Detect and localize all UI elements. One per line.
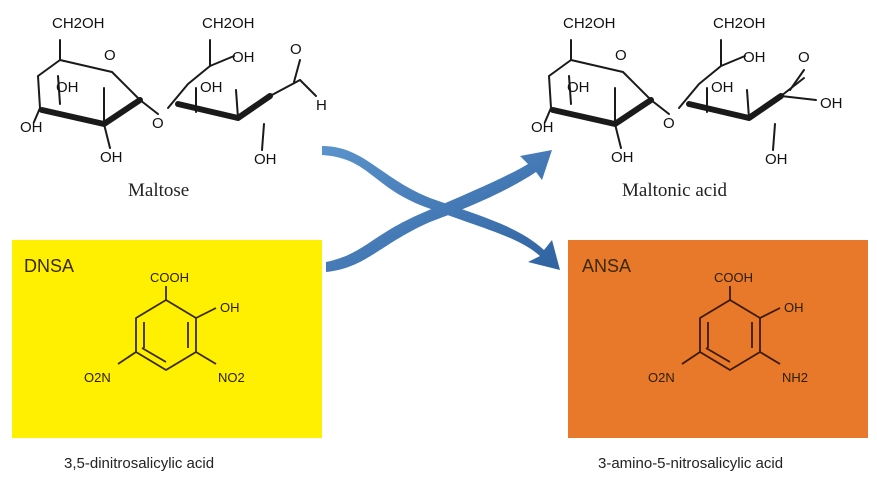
right-sugar-ch2oh-1: CH2OH — [563, 15, 616, 32]
dnsa-no2: NO2 — [218, 370, 245, 385]
left-sugar-oh-top: OH — [232, 49, 255, 66]
right-sugar-ring-o: O — [615, 47, 627, 64]
left-sugar-oh-chain: OH — [200, 79, 223, 96]
right-sugar-ch2oh-2: CH2OH — [713, 15, 766, 32]
dnsa-structure — [117, 286, 217, 371]
ansa-oh: OH — [784, 300, 804, 315]
maltose-name: Maltose — [128, 180, 189, 201]
ansa-o2n: O2N — [648, 370, 675, 385]
right-sugar-glycosidic-o: O — [663, 115, 675, 132]
left-sugar-oh-chain-bottom: OH — [254, 151, 277, 168]
ansa-cooh: COOH — [714, 270, 753, 285]
left-sugar-ch2oh-1: CH2OH — [52, 15, 105, 32]
left-sugar-oh-ring: OH — [56, 79, 79, 96]
dnsa-title: DNSA — [24, 256, 74, 276]
left-sugar-oh-bottom: OH — [100, 149, 123, 166]
right-sugar-oh-left: OH — [531, 119, 554, 136]
left-sugar-oh-left: OH — [20, 119, 43, 136]
left-sugar-glycosidic-o: O — [152, 115, 164, 132]
crossing-arrows — [322, 146, 560, 272]
ansa-caption: 3-amino-5-nitrosalicylic acid — [598, 455, 783, 472]
right-sugar-acid-o: O — [798, 49, 810, 66]
dnsa-oh: OH — [220, 300, 240, 315]
right-sugar-oh-ring: OH — [567, 79, 590, 96]
maltonic-acid-name: Maltonic acid — [622, 180, 727, 201]
arrow-up-right — [326, 150, 552, 272]
maltonic-acid-structure — [544, 39, 817, 151]
dnsa-caption: 3,5-dinitrosalicylic acid — [64, 455, 214, 472]
right-sugar-oh-chain-bottom: OH — [765, 151, 788, 168]
ansa-nh2: NH2 — [782, 370, 808, 385]
right-sugar-oh-top: OH — [743, 49, 766, 66]
left-sugar-aldehyde-h: H — [316, 97, 327, 114]
left-sugar-ring-o: O — [104, 47, 116, 64]
ansa-structure — [681, 286, 781, 371]
right-sugar-oh-chain: OH — [711, 79, 734, 96]
left-sugar-ch2oh-2: CH2OH — [202, 15, 255, 32]
dnsa-cooh: COOH — [150, 270, 189, 285]
dnsa-o2n: O2N — [84, 370, 111, 385]
dnsa-box — [12, 240, 322, 438]
ansa-box — [568, 240, 868, 438]
left-sugar-aldehyde-o: O — [290, 41, 302, 58]
right-sugar-oh-bottom: OH — [611, 149, 634, 166]
ansa-title: ANSA — [582, 256, 631, 276]
maltose-structure — [33, 39, 317, 151]
right-sugar-acid-oh: OH — [820, 95, 843, 112]
